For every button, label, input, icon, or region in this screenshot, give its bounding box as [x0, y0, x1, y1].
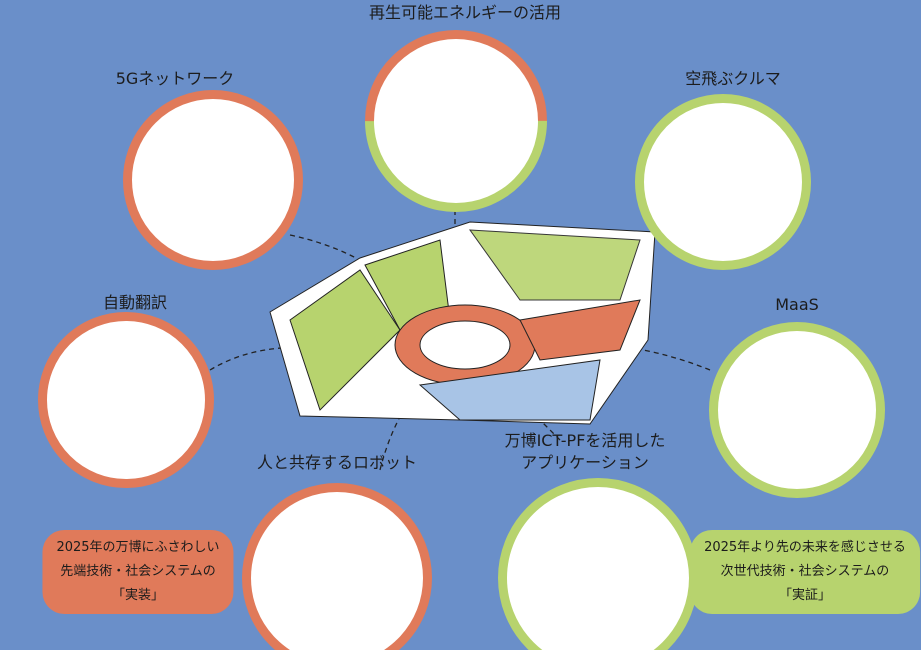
note-implementation-line1: 2025年の万博にふさわしい [56, 540, 220, 555]
label-application-line1: 万博ICT-PFを活用した [504, 431, 666, 450]
label-renewable-energy: 再生可能エネルギーの活用 [368, 3, 562, 22]
note-implementation-line3: 「実装」 [111, 588, 164, 603]
label-maas: MaaS [775, 295, 819, 314]
circle-maas [709, 322, 885, 498]
label-5g-network: 5Gネットワーク [115, 69, 235, 88]
circle-flying-car [635, 94, 811, 270]
expo-site-map [269, 221, 656, 425]
note-implementation-line2: 先端技術・社会システムの [60, 564, 216, 579]
label-robot: 人と共存するロボット [256, 453, 418, 472]
label-auto-translation: 自動翻訳 [102, 293, 168, 312]
label-application: 万博ICT-PFを活用した アプリケーション [505, 430, 666, 474]
note-demonstration-line3: 「実証」 [778, 588, 832, 603]
note-demonstration-line2: 次世代技術・社会システムの [720, 564, 890, 579]
label-application-line2: アプリケーション [521, 453, 649, 472]
circle-auto-translation [38, 312, 214, 488]
label-flying-car: 空飛ぶクルマ [685, 69, 781, 88]
note-implementation: 2025年の万博にふさわしい 先端技術・社会システムの 「実装」 [42, 530, 234, 614]
circle-5g-network [123, 90, 303, 270]
note-demonstration-line1: 2025年より先の未来を感じさせる [704, 540, 906, 555]
circle-robot [242, 483, 432, 650]
note-demonstration: 2025年より先の未来を感じさせる 次世代技術・社会システムの 「実証」 [690, 530, 920, 614]
